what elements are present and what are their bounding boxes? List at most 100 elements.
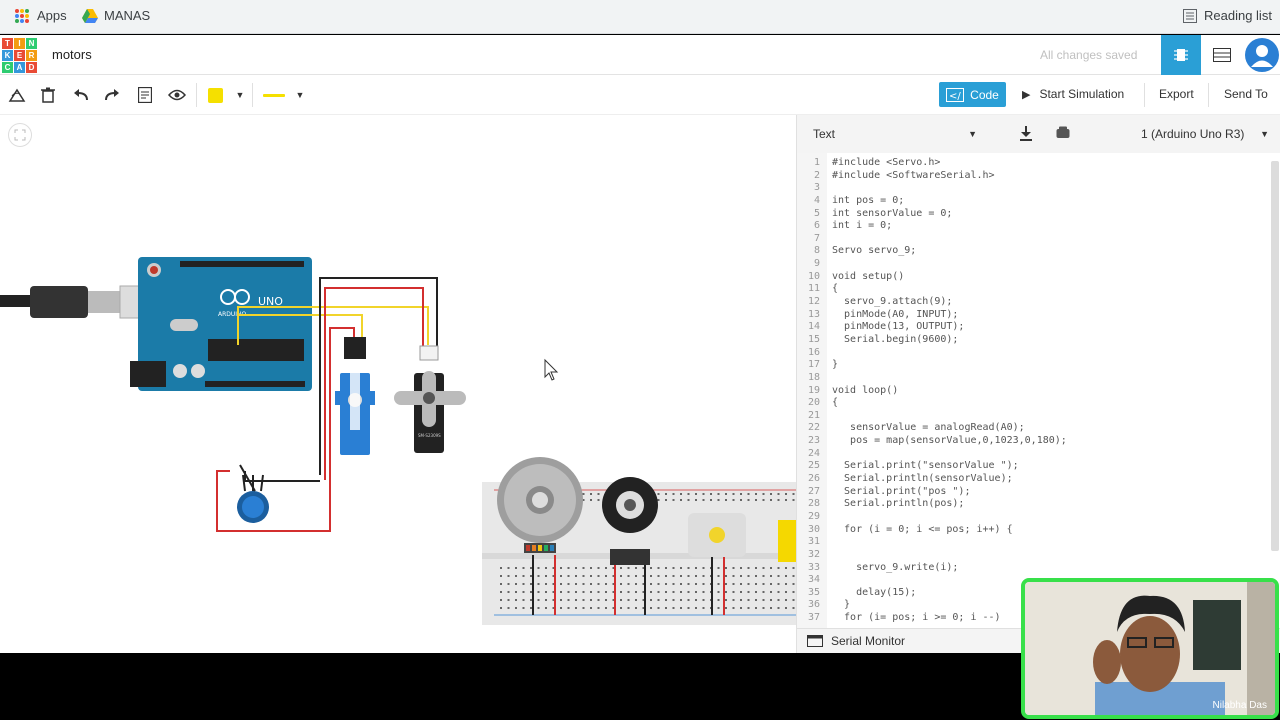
code-line[interactable]: 11{ [797,283,1067,296]
breadboard-hole [605,591,607,593]
code-line[interactable]: 17} [797,359,1067,372]
user-avatar[interactable] [1242,35,1280,75]
rotate-button[interactable] [6,84,28,106]
code-line[interactable]: 31 [797,536,1067,549]
code-line[interactable]: 29 [797,511,1067,524]
code-line[interactable]: 18 [797,372,1067,385]
design-title[interactable]: motors [52,47,92,62]
positional-servo[interactable]: SM-S2309S [394,345,466,453]
breadboard-hole [777,591,780,593]
dc-motor-gear[interactable] [497,457,583,615]
code-button[interactable]: </ Code [939,82,1006,107]
reading-list-button[interactable]: Reading list [1183,8,1272,23]
breadboard-hole [702,567,705,569]
start-simulation-button[interactable]: ▶ Start Simulation [1022,87,1124,101]
device-select[interactable]: 1 (Arduino Uno R3) ▼ [1131,121,1273,147]
breadboard-hole [627,575,630,577]
code-line[interactable]: 2#include <SoftwareSerial.h> [797,170,1067,183]
breadboard-hole [777,493,780,495]
line-number: 12 [807,296,820,308]
undo-button[interactable] [70,84,92,106]
micro-servo[interactable] [335,337,375,455]
circuit-canvas[interactable]: ARDUINO UNO [0,115,796,653]
breadboard-hole [657,583,660,585]
code-line[interactable]: 14 pinMode(13, OUTPUT); [797,321,1067,334]
code-line[interactable]: 28 Serial.println(pos); [797,498,1067,511]
breadboard-hole [522,575,525,577]
notes-button[interactable] [134,84,156,106]
breadboard-hole [537,575,540,577]
code-editor[interactable]: 1#include <Servo.h>2#include <SoftwareSe… [797,153,1280,628]
breadboard-hole [500,607,502,609]
code-line[interactable]: 32 [797,549,1067,562]
editor-toolbar: ▼ ▼ </ Code ▶ Start Simulation Export Se… [0,75,1280,115]
tinkercad-logo[interactable]: T I N K E R C A D [2,38,37,73]
code-line[interactable]: 37 for (i= pos; i >= 0; i --) [797,612,1067,625]
breadboard-hole [635,607,637,609]
component-list-button[interactable] [1202,35,1242,75]
wires[interactable] [216,277,438,532]
code-line[interactable]: 33 servo_9.write(i); [797,562,1067,575]
code-line[interactable]: 1#include <Servo.h> [797,157,1067,170]
potentiometer[interactable] [237,474,269,523]
code-line[interactable]: 35 delay(15); [797,587,1067,600]
code-line[interactable]: 20{ [797,397,1067,410]
apps-grid-icon [15,8,29,23]
code-line[interactable]: 22 sensorValue = analogRead(A0); [797,422,1067,435]
chevron-down-icon: ▼ [968,129,977,139]
code-line[interactable]: 27 Serial.print("pos "); [797,486,1067,499]
fill-color-picker[interactable] [204,84,226,106]
redo-button[interactable] [101,84,123,106]
circuit-view-button[interactable] [1161,35,1201,75]
export-button[interactable]: Export [1159,87,1194,101]
send-to-button[interactable]: Send To [1224,87,1268,101]
code-line[interactable]: 34 [797,574,1067,587]
breadboard-hole [537,591,540,593]
chevron-down-icon[interactable]: ▼ [295,90,305,100]
code-line[interactable]: 26 Serial.println(sensorValue); [797,473,1067,486]
breadboard-hole [605,607,607,609]
encoder-motor[interactable] [602,477,658,615]
visibility-button[interactable] [166,84,188,106]
code-line[interactable]: 13 pinMode(A0, INPUT); [797,309,1067,322]
code-line[interactable]: 9 [797,258,1067,271]
fit-view-button[interactable] [8,123,32,147]
delete-button[interactable] [37,84,59,106]
code-line[interactable]: 24 [797,448,1067,461]
line-text: } [832,359,839,371]
code-line[interactable]: 15 Serial.begin(9600); [797,334,1067,347]
wire-style-picker[interactable] [262,84,286,106]
arduino-uno-board[interactable]: ARDUINO UNO [130,257,312,391]
breadboard-hole [642,567,645,569]
code-line[interactable]: 3 [797,182,1067,195]
editor-scrollbar[interactable] [1271,161,1279,551]
download-button[interactable] [1019,125,1033,146]
code-line[interactable]: 21 [797,410,1067,423]
code-line[interactable]: 23 pos = map(sensorValue,0,1023,0,180); [797,435,1067,448]
breadboard-hole [530,607,532,609]
code-line[interactable]: 12 servo_9.attach(9); [797,296,1067,309]
line-number: 14 [807,321,820,333]
upload-libraries-button[interactable] [1056,126,1070,144]
code-line[interactable]: 36 } [797,599,1067,612]
chevron-down-icon[interactable]: ▼ [235,90,245,100]
hobby-dc-motor[interactable] [688,513,746,615]
breadboard-hole [597,607,600,609]
code-line[interactable]: 25 Serial.print("sensorValue "); [797,460,1067,473]
code-line[interactable]: 30 for (i = 0; i <= pos; i++) { [797,524,1067,537]
breadboard-hole [665,591,667,593]
line-text: #include <Servo.h> [832,157,941,168]
code-line[interactable]: 7 [797,233,1067,246]
apps-bookmark[interactable]: Apps [15,8,67,23]
battery-part[interactable] [778,520,796,562]
code-mode-select[interactable]: Text ▼ [803,121,989,147]
code-line[interactable]: 16 [797,347,1067,360]
breadboard-hole [620,599,622,601]
manas-bookmark[interactable]: MANAS [82,8,150,23]
